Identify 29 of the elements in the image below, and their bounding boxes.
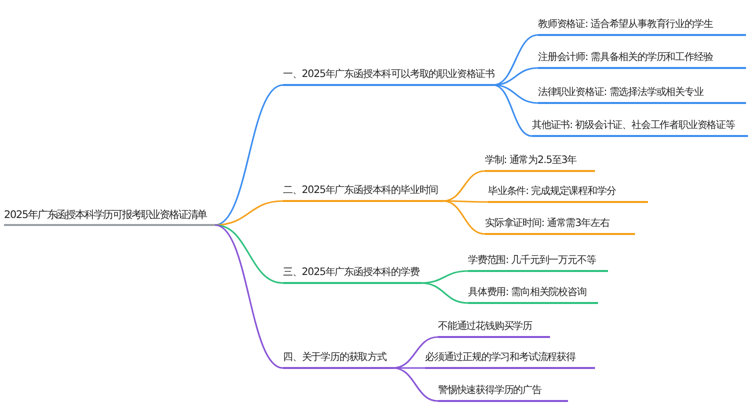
topic-label: 实际拿证时间: 通常需3年左右 <box>485 217 635 235</box>
connector <box>443 200 488 203</box>
topic-label: 学费范围: 几千元到一万元不等 <box>468 254 608 272</box>
topic-label: 必须通过正规的学习和考试流程获得 <box>425 351 595 369</box>
topic-label: 四、关于学历的获取方式 <box>283 351 393 369</box>
connector <box>214 224 284 284</box>
topic-label: 学制: 通常为2.5至3年 <box>485 154 595 172</box>
connector <box>420 282 468 304</box>
topic-label: 其他证书: 初级会计证、社会工作者职业资格证等 <box>532 119 748 137</box>
topic-label: 毕业条件: 完成规定课程和学分 <box>488 185 648 203</box>
topic-label: 三、2025年广东函授本科的学费 <box>283 266 421 284</box>
connector <box>214 224 284 369</box>
topic-label: 法律职业资格证: 需选择法学或相关专业 <box>538 86 746 104</box>
connector <box>214 200 284 226</box>
topic-label: 不能通过花钱购买学历 <box>438 320 550 338</box>
connector <box>492 84 532 137</box>
connector <box>420 270 468 284</box>
connector <box>492 67 538 86</box>
root-topic: 2025年广东函授本科学历可报考职业资格证清单 <box>4 208 215 226</box>
topic-label: 警惕快速获得学历的广告 <box>438 384 568 402</box>
topic-label: 一、2025年广东函授本科可以考取的职业资格证书 <box>283 68 493 86</box>
connector <box>492 84 538 104</box>
topic-label: 教师资格证: 适合希望从事教育行业的学生 <box>538 18 746 36</box>
connector <box>392 367 438 402</box>
topic-label: 注册会计师: 需具备相关的学历和工作经验 <box>538 51 746 69</box>
connector <box>393 367 425 369</box>
topic-label: 具体费用: 需向相关院校咨询 <box>468 286 598 304</box>
connector <box>442 200 486 235</box>
topic-label: 二、2025年广东函授本科的毕业时间 <box>283 184 443 202</box>
